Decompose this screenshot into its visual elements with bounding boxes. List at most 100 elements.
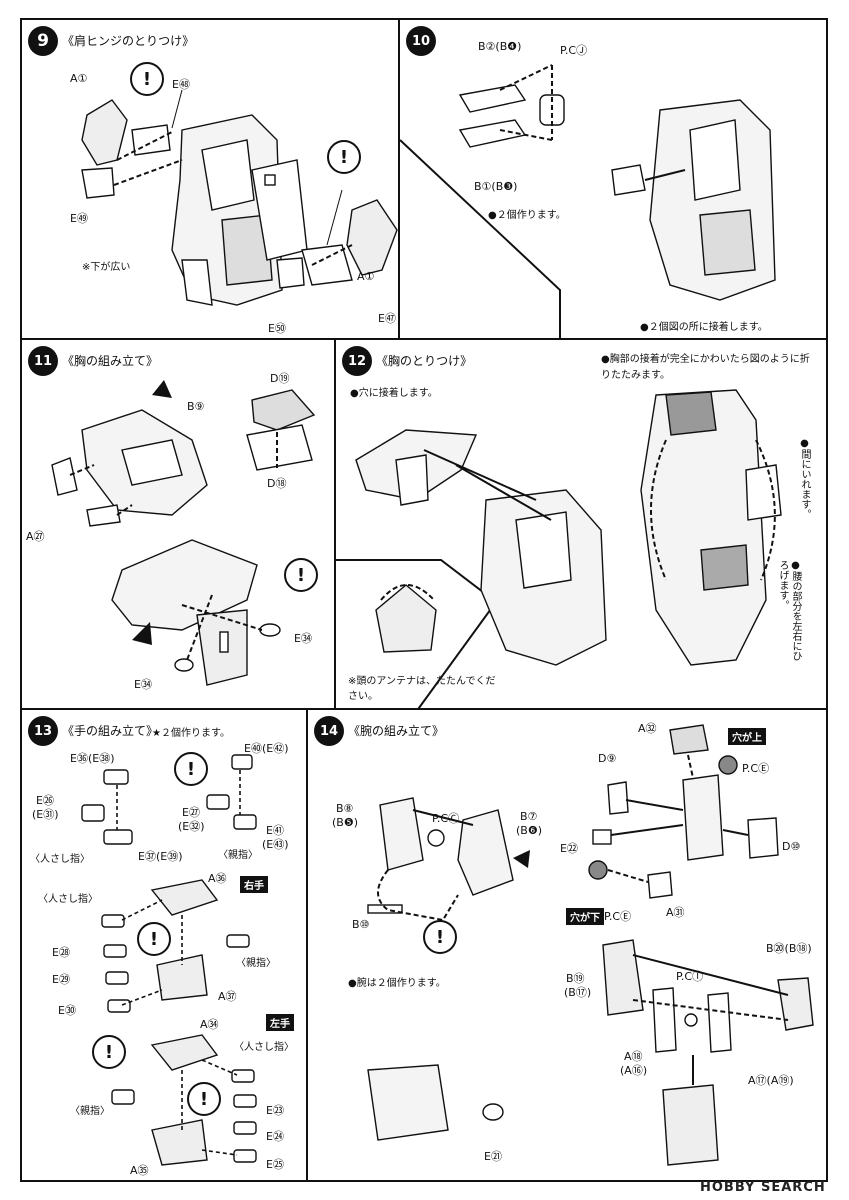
step-note: ●２個作ります。 — [488, 210, 566, 221]
step-title: 《胸のとりつけ》 — [376, 354, 473, 368]
step-13-panel: 13 《手の組み立て》 ★２個作ります。 — [20, 708, 308, 1182]
part-label: E㉒ — [560, 842, 578, 855]
part-label: A⑱ — [624, 1050, 643, 1063]
step-number: 9 — [28, 26, 58, 56]
part-label: E㉗ — [182, 806, 200, 819]
step-number: 14 — [314, 716, 344, 746]
part-label: E㊱(E㊳) — [70, 752, 115, 765]
part-label: P.CⒺ — [604, 910, 632, 923]
left-hand-tag: 左手 — [266, 1014, 294, 1031]
step-title: 《胸の組み立て》 — [62, 354, 159, 368]
step-number: 11 — [28, 346, 58, 376]
hole-down-tag: 穴が下 — [566, 908, 604, 925]
step-title: 《腕の組み立て》 — [348, 724, 445, 738]
finger-label: 〈人さし指〉 — [38, 894, 98, 905]
part-label: (E㉜) — [178, 820, 205, 833]
part-label: B⑩ — [352, 918, 370, 931]
part-label: E㉞ — [294, 632, 312, 645]
watermark: HOBBY SEARCH — [700, 1180, 826, 1195]
finger-label: 〈親指〉 — [70, 1106, 110, 1117]
part-label: E㉔ — [266, 1130, 284, 1143]
part-label: P.CⒸ — [432, 812, 460, 825]
step-note: ※頭のアンテナは、たたんでください。 — [348, 676, 496, 702]
part-label: (A⑯) — [620, 1064, 648, 1077]
part-label: A㉟ — [130, 1164, 149, 1177]
step-note: ●腰の部分を左右にひろげます。 — [777, 560, 801, 661]
part-label: E㊿ — [268, 322, 286, 335]
part-label: E㉑ — [484, 1150, 502, 1163]
finger-label: 〈親指〉 — [236, 958, 276, 969]
step-title: 《手の組み立て》 — [62, 724, 159, 738]
caution-icon: ! — [174, 752, 208, 786]
part-label: B②(B❹) — [478, 40, 522, 53]
chest-assembly-illustration — [51, 380, 316, 686]
hinge-assembly-illustration — [399, 64, 776, 342]
part-label: E㉓ — [266, 1104, 284, 1117]
step-note: ●２個図の所に接着します。 — [640, 322, 768, 333]
part-label: D⑲ — [270, 372, 290, 385]
step-11-panel: 11 《胸の組み立て》 ! B⑨ D⑲ D⑱ A㉗ E㉞ — [20, 338, 336, 710]
part-label: E㉕ — [266, 1158, 284, 1171]
step-subtitle: ★２個作ります。 — [152, 728, 230, 739]
step-9-panel: 9 《肩ヒンジのとりつけ》 ! ! A① — [20, 18, 400, 340]
part-label: A㊲ — [218, 990, 237, 1003]
step-number: 12 — [342, 346, 372, 376]
part-label: A⑰(A⑲) — [748, 1074, 794, 1087]
part-label: A㉜ — [638, 722, 657, 735]
part-label: (E㉛) — [32, 808, 59, 821]
part-label: E㊲(E㊴) — [138, 850, 183, 863]
step-note: ●間にいれます。 — [799, 438, 810, 519]
part-label: P.CⒺ — [742, 762, 770, 775]
part-label: A① — [70, 72, 88, 85]
step-note: ※下が広い — [82, 262, 131, 273]
shoulder-hinge-illustration — [81, 89, 398, 306]
caution-icon: ! — [284, 558, 318, 592]
hole-up-tag: 穴が上 — [728, 728, 766, 745]
step-10-panel: 10 B②(B❹) P.CⒿ B①(B❸) ●２個作ります。 ●２個図の所に接着… — [398, 18, 828, 342]
step-note: ●腕は２個作ります。 — [348, 978, 446, 989]
caution-icon: ! — [137, 922, 171, 956]
caution-icon: ! — [423, 920, 457, 954]
part-label: (E㊸) — [262, 838, 289, 851]
arm-assembly-illustration — [367, 724, 814, 1166]
step-number: 13 — [28, 716, 58, 746]
caution-icon: ! — [327, 140, 361, 174]
finger-label: 〈人さし指〉 — [234, 1042, 294, 1053]
part-label: (B⑰) — [564, 986, 592, 999]
part-label: B⑲ — [566, 972, 585, 985]
part-label: B⑨ — [187, 400, 205, 413]
part-label: E㊽ — [172, 78, 190, 91]
part-label: A㉗ — [26, 530, 45, 543]
part-label: E㉖ — [36, 794, 54, 807]
part-label: E㉞ — [134, 678, 152, 691]
step-number: 10 — [406, 26, 436, 56]
part-label: E㊶ — [266, 824, 284, 837]
part-label: B⑳(B⑱) — [766, 942, 812, 955]
part-label: E㊾ — [70, 212, 88, 225]
finger-label: 〈人さし指〉 — [30, 854, 90, 865]
step-title: 《肩ヒンジのとりつけ》 — [62, 34, 195, 48]
part-label: D⑨ — [598, 752, 617, 765]
part-label: A㉞ — [200, 1018, 219, 1031]
step-14-panel: 14 《腕の組み立て》 — [306, 708, 828, 1182]
caution-icon: ! — [92, 1035, 126, 1069]
step-note: ●胸部の接着が完全にかわいたら図のように折りたたみます。 — [601, 354, 810, 381]
right-hand-tag: 右手 — [240, 876, 268, 893]
part-label: (B❻) — [516, 824, 542, 837]
part-label: (B❺) — [332, 816, 358, 829]
chest-mount-illustration — [336, 389, 782, 713]
part-label: P.CⒿ — [560, 44, 588, 57]
caution-icon: ! — [130, 62, 164, 96]
part-label: E㊼ — [378, 312, 396, 325]
part-label: B⑦ — [520, 810, 538, 823]
step-note: ●穴に接着します。 — [350, 388, 438, 399]
part-label: E㊵(E㊷) — [244, 742, 289, 755]
part-label: A㉛ — [666, 906, 685, 919]
finger-label: 〈親指〉 — [218, 850, 258, 861]
part-label: P.CⒾ — [676, 970, 704, 983]
part-label: D⑩ — [782, 840, 801, 853]
step-12-panel: 12 《胸のとりつけ》 ●穴に接着します。 ●胸部の接着が完全にかわいたら図のよ… — [334, 338, 828, 713]
part-label: B⑧ — [336, 802, 354, 815]
part-label: E㉚ — [58, 1004, 76, 1017]
hand-assembly-illustration — [81, 754, 257, 1166]
